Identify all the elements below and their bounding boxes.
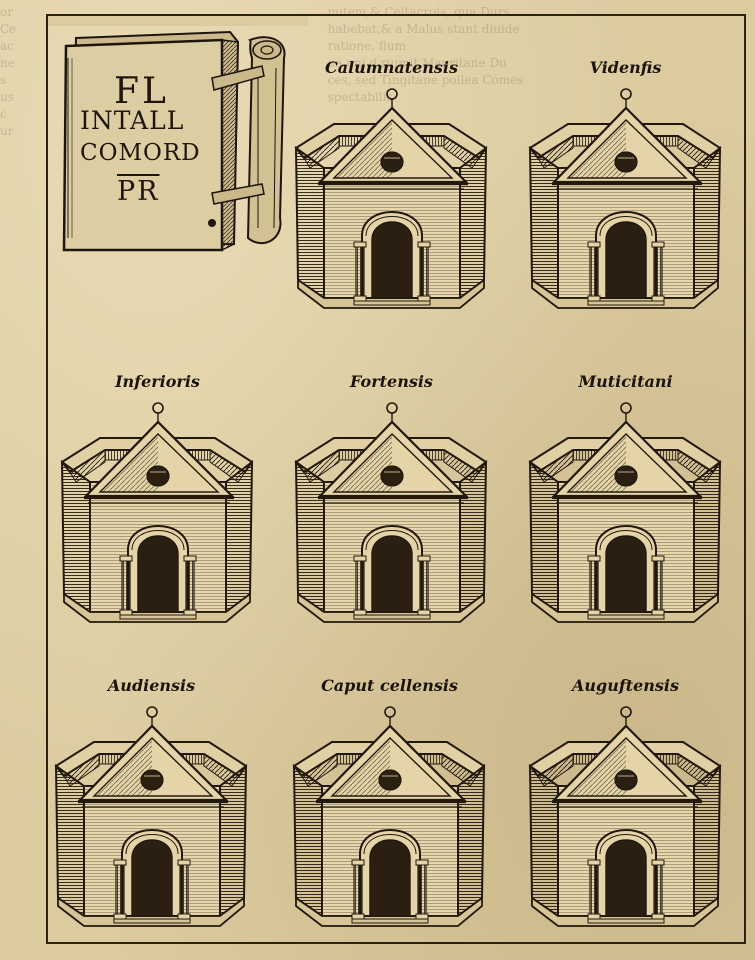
tower-illustration — [518, 86, 733, 326]
fort-label: Calumnatensis — [324, 58, 459, 77]
fort-label: Caput cellensis — [321, 676, 458, 695]
page-frame — [46, 14, 746, 944]
book-line-4: PR — [117, 178, 160, 205]
fort-label: Videnfis — [589, 58, 662, 77]
fort-cell-audiensis: Audiensis — [44, 676, 259, 946]
tower-illustration — [282, 704, 497, 944]
book-line-2: INTALL — [80, 106, 185, 135]
fort-cell-inferioris: Inferioris — [50, 372, 265, 642]
tower-illustration — [50, 400, 265, 640]
fort-cell-videnfis: Videnfis — [518, 58, 733, 328]
tower-illustration — [284, 86, 499, 326]
bleed-through-left: or Ce ac ne s us c ur — [0, 5, 17, 138]
tower-illustration — [284, 400, 499, 640]
book-line-4-text: PR — [117, 176, 160, 207]
fort-cell-fortensis: Fortensis — [284, 372, 499, 642]
tower-illustration — [518, 704, 733, 944]
fort-cell-calumnatensis: Calumnatensis — [284, 58, 499, 328]
tower-illustration — [518, 400, 733, 640]
fort-cell-auguftensis: Auguftensis — [518, 676, 733, 946]
book-line-3: COMORD — [80, 140, 201, 166]
book-line-1: FL — [114, 71, 169, 112]
fort-label: Inferioris — [115, 372, 200, 391]
book-drawing — [62, 30, 286, 252]
fort-label: Muticitani — [578, 372, 673, 391]
frame-notch — [46, 14, 308, 26]
fort-cell-caput-cellensis: Caput cellensis — [282, 676, 497, 946]
fort-label: Auguftensis — [571, 676, 680, 695]
fort-cell-muticitani: Muticitani — [518, 372, 733, 642]
book-insignia: FL INTALL COMORD PR — [62, 28, 297, 253]
fort-label: Audiensis — [107, 676, 196, 695]
fort-label: Fortensis — [350, 372, 433, 391]
tower-illustration — [44, 704, 259, 944]
